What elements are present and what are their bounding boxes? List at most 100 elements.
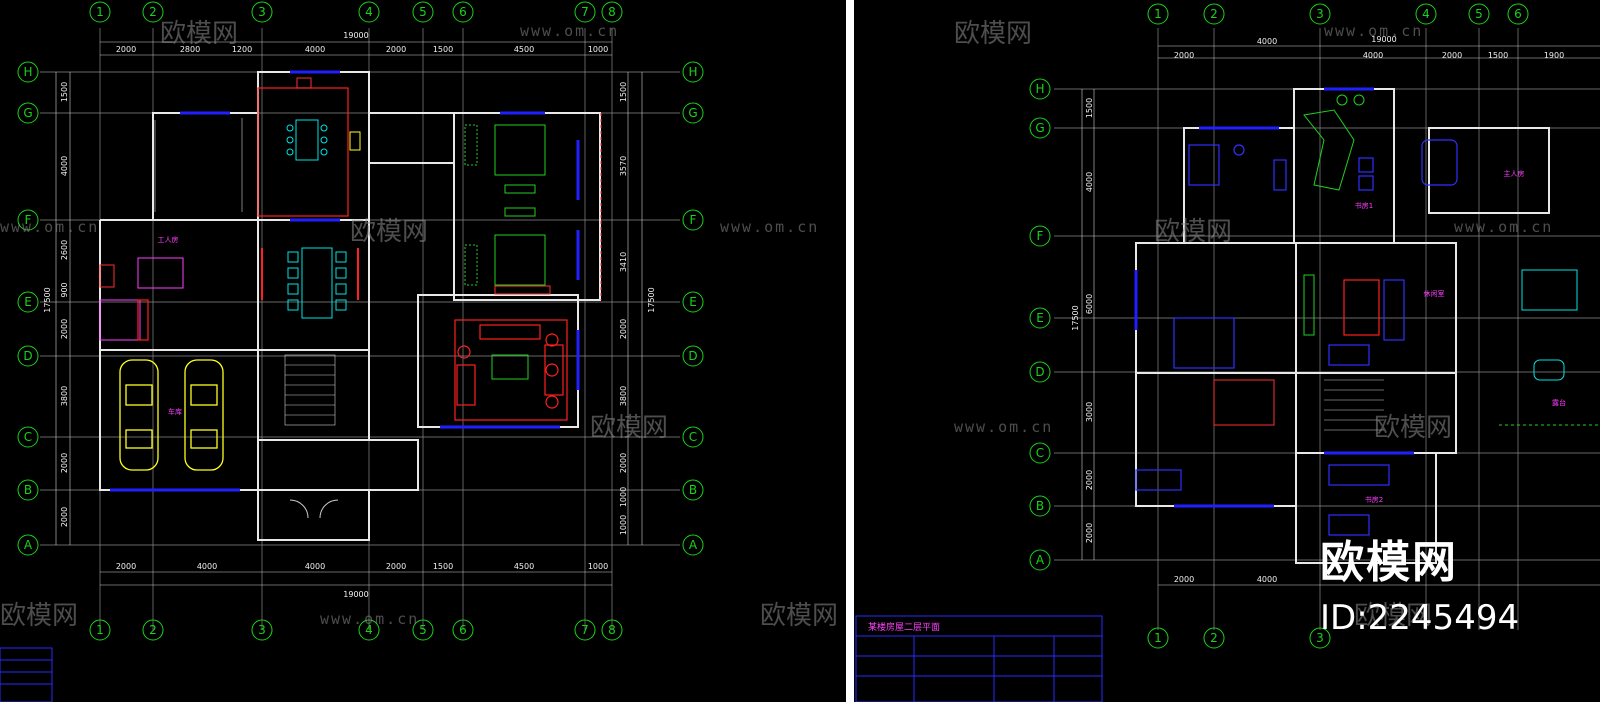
left-dimension-string: 1500 4000 2600 900 2000 3800 2000 2000 1… bbox=[43, 72, 71, 545]
svg-text:www.om.cn: www.om.cn bbox=[954, 418, 1053, 436]
svg-text:2000: 2000 bbox=[619, 319, 628, 339]
svg-text:4: 4 bbox=[1422, 7, 1430, 21]
svg-text:欧模网: 欧模网 bbox=[590, 413, 668, 443]
svg-text:19000: 19000 bbox=[1371, 35, 1396, 44]
svg-text:3410: 3410 bbox=[619, 252, 628, 272]
svg-text:www.om.cn: www.om.cn bbox=[1324, 22, 1423, 40]
model-id-label: ID:2245494 bbox=[1320, 598, 1520, 638]
svg-text:B: B bbox=[689, 483, 697, 497]
svg-text:D: D bbox=[688, 349, 697, 363]
svg-text:D: D bbox=[23, 349, 32, 363]
svg-text:17500: 17500 bbox=[647, 287, 656, 312]
left-title-block bbox=[0, 647, 53, 702]
svg-text:3800: 3800 bbox=[60, 386, 69, 406]
watermarks-right: 欧模网 欧模网 欧模网 欧模网 www.om.cn www.om.cn www.… bbox=[954, 19, 1553, 631]
svg-text:6: 6 bbox=[459, 623, 467, 637]
dining-furniture bbox=[261, 247, 359, 319]
svg-text:工人房: 工人房 bbox=[158, 235, 179, 244]
svg-text:B: B bbox=[24, 483, 32, 497]
svg-text:E: E bbox=[1036, 311, 1044, 325]
svg-text:H: H bbox=[688, 65, 697, 79]
svg-text:4000: 4000 bbox=[1363, 51, 1383, 60]
first-floor-plan-panel: 1 2 3 4 5 6 7 8 1 2 3 4 5 6 7 8 H G F E … bbox=[0, 1, 839, 702]
bottom-axis-bubbles-2: 1 2 3 bbox=[1147, 627, 1331, 649]
svg-text:3: 3 bbox=[258, 5, 266, 19]
svg-text:1000: 1000 bbox=[619, 487, 628, 507]
svg-text:1: 1 bbox=[96, 5, 104, 19]
second-floor-plan-drawing: 1 2 3 4 5 6 1 2 3 H G F E D C B A 19000 … bbox=[855, 3, 1600, 702]
svg-text:休闲室: 休闲室 bbox=[1424, 289, 1445, 298]
svg-text:露台: 露台 bbox=[1552, 398, 1566, 407]
svg-text:1: 1 bbox=[96, 623, 104, 637]
svg-text:C: C bbox=[24, 430, 32, 444]
svg-text:8: 8 bbox=[608, 5, 616, 19]
svg-text:4000: 4000 bbox=[305, 562, 325, 571]
kitchen-furniture bbox=[257, 77, 361, 217]
svg-text:欧模网: 欧模网 bbox=[350, 217, 428, 247]
svg-text:8: 8 bbox=[608, 623, 616, 637]
svg-text:欧模网: 欧模网 bbox=[1154, 217, 1232, 247]
svg-text:书房1: 书房1 bbox=[1355, 201, 1373, 210]
svg-text:1000: 1000 bbox=[588, 562, 608, 571]
top-axis-bubbles: 1 2 3 4 5 6 7 8 bbox=[89, 1, 623, 23]
svg-text:3000: 3000 bbox=[1085, 402, 1094, 422]
svg-text:1: 1 bbox=[1154, 631, 1162, 645]
svg-text:主人房: 主人房 bbox=[1504, 169, 1525, 178]
svg-text:4: 4 bbox=[365, 5, 373, 19]
living-room-furniture bbox=[454, 319, 568, 421]
right-dimension-string: 1500 3570 3410 2000 3800 2000 1000 1000 … bbox=[619, 72, 656, 545]
svg-text:H: H bbox=[23, 65, 32, 79]
bottom-dimension-string: 2000 4000 4000 2000 1500 4500 1000 19000 bbox=[100, 562, 612, 599]
svg-text:7: 7 bbox=[581, 623, 589, 637]
first-floor-plan-drawing: 1 2 3 4 5 6 7 8 1 2 3 4 5 6 7 8 H G F E … bbox=[0, 1, 838, 702]
svg-text:1000: 1000 bbox=[619, 515, 628, 535]
svg-text:4000: 4000 bbox=[197, 562, 217, 571]
svg-text:2000: 2000 bbox=[1085, 470, 1094, 490]
svg-text:2000: 2000 bbox=[1085, 523, 1094, 543]
svg-text:H: H bbox=[1035, 82, 1044, 96]
svg-text:2000: 2000 bbox=[1442, 51, 1462, 60]
svg-text:欧模网: 欧模网 bbox=[160, 19, 238, 49]
svg-text:G: G bbox=[23, 106, 32, 120]
second-floor-walls bbox=[1134, 87, 1550, 564]
right-title-block: 某楼房屋二层平面 bbox=[855, 615, 1103, 702]
svg-text:2000: 2000 bbox=[116, 45, 136, 54]
svg-text:4: 4 bbox=[365, 623, 373, 637]
svg-text:2: 2 bbox=[1210, 7, 1218, 21]
svg-text:www.om.cn: www.om.cn bbox=[1454, 218, 1553, 236]
svg-text:4000: 4000 bbox=[305, 45, 325, 54]
second-floor-plan-panel: 1 2 3 4 5 6 1 2 3 H G F E D C B A 19000 … bbox=[854, 0, 1600, 702]
svg-text:B: B bbox=[1036, 499, 1044, 513]
service-rooms: 工人房 bbox=[99, 118, 243, 341]
svg-text:2000: 2000 bbox=[116, 562, 136, 571]
svg-text:C: C bbox=[689, 430, 697, 444]
svg-text:6: 6 bbox=[459, 5, 467, 19]
svg-text:2000: 2000 bbox=[1174, 575, 1194, 584]
svg-text:3800: 3800 bbox=[619, 386, 628, 406]
left-dimension-string-2: 1500 4000 6000 3000 2000 2000 17500 bbox=[1071, 89, 1095, 560]
svg-text:17500: 17500 bbox=[43, 287, 52, 312]
watermarks-left: 欧模网 欧模网 欧模网 欧模网 欧模网 www.om.cn www.om.cn … bbox=[0, 19, 838, 631]
svg-text:F: F bbox=[1037, 229, 1044, 243]
svg-text:欧模网: 欧模网 bbox=[760, 601, 838, 631]
svg-text:2600: 2600 bbox=[60, 240, 69, 260]
svg-text:1500: 1500 bbox=[60, 82, 69, 102]
bottom-dimension-string-2: 2000 4000 bbox=[1158, 575, 1600, 586]
svg-text:3: 3 bbox=[258, 623, 266, 637]
svg-text:1500: 1500 bbox=[1488, 51, 1508, 60]
svg-text:A: A bbox=[689, 538, 698, 552]
brand-logo: 欧模网 bbox=[1320, 537, 1458, 588]
bottom-axis-bubbles: 1 2 3 4 5 6 7 8 bbox=[89, 619, 623, 641]
svg-text:5: 5 bbox=[419, 623, 427, 637]
top-dimension-string: 19000 2000 2800 1200 4000 2000 1500 4500… bbox=[100, 31, 612, 56]
svg-text:900: 900 bbox=[60, 282, 69, 297]
svg-text:2: 2 bbox=[149, 623, 157, 637]
svg-text:书房2: 书房2 bbox=[1365, 495, 1383, 504]
svg-text:5: 5 bbox=[419, 5, 427, 19]
svg-text:2: 2 bbox=[1210, 631, 1218, 645]
svg-text:F: F bbox=[25, 213, 32, 227]
svg-text:D: D bbox=[1035, 365, 1044, 379]
svg-text:2: 2 bbox=[149, 5, 157, 19]
svg-text:4500: 4500 bbox=[514, 45, 534, 54]
svg-text:www.om.cn: www.om.cn bbox=[0, 218, 99, 236]
